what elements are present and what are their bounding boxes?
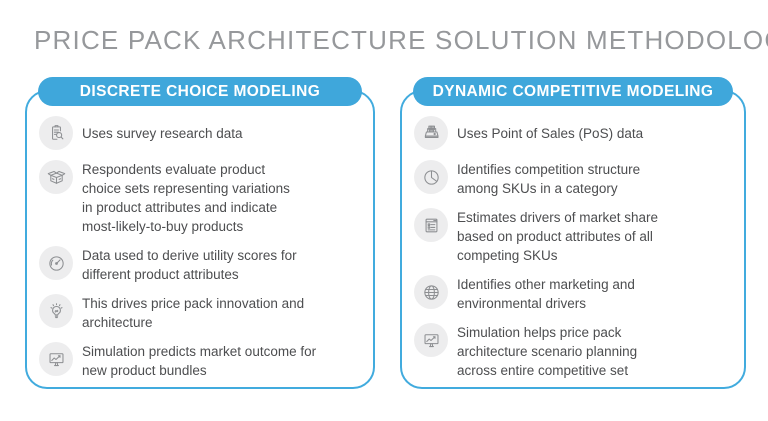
item-text: Identifies other marketing and environme…	[457, 277, 635, 311]
list-item: Simulation helps price pack architecture…	[414, 322, 736, 380]
page-title: PRICE PACK ARCHITECTURE SOLUTION METHODO…	[34, 25, 768, 55]
list-item: Identifies other marketing and environme…	[414, 274, 736, 313]
browser-list-icon	[414, 208, 448, 242]
item-text: Respondents evaluate product choice sets…	[82, 162, 290, 234]
list-item: Simulation predicts market outcome for n…	[39, 341, 365, 380]
discrete-choice-modeling-header: DISCRETE CHOICE MODELING	[38, 77, 362, 106]
item-text: Simulation predicts market outcome for n…	[82, 344, 317, 378]
item-text: Uses survey research data	[82, 125, 243, 141]
list-item: Uses Point of Sales (PoS) data	[414, 116, 736, 150]
monitor-chart-icon	[414, 323, 448, 357]
discrete-choice-modeling-card: DISCRETE CHOICE MODELING Uses survey res…	[25, 77, 375, 389]
item-text: Uses Point of Sales (PoS) data	[457, 125, 644, 141]
item-text: Data used to derive utility scores for d…	[82, 248, 297, 282]
list-item: This drives price pack innovation and ar…	[39, 293, 365, 332]
open-box-icon	[39, 160, 73, 194]
cash-register-icon	[414, 116, 448, 150]
item-text: This drives price pack innovation and ar…	[82, 296, 305, 330]
list-item: Respondents evaluate product choice sets…	[39, 159, 365, 236]
item-text: Identifies competition structure among S…	[457, 162, 641, 196]
item-text: Simulation helps price pack architecture…	[457, 325, 638, 378]
dynamic-competitive-modeling-card: DYNAMIC COMPETITIVE MODELING Uses Point …	[400, 77, 746, 389]
dynamic-competitive-modeling-header: DYNAMIC COMPETITIVE MODELING	[413, 77, 733, 106]
list-item: Identifies competition structure among S…	[414, 159, 736, 198]
monitor-chart-icon	[39, 342, 73, 376]
dynamic-competitive-item-list: Uses Point of Sales (PoS) data Identifie…	[414, 116, 736, 379]
list-item: Uses survey research data	[39, 116, 365, 150]
list-item: Estimates drivers of market share based …	[414, 207, 736, 265]
discrete-choice-item-list: Uses survey research data Respondents ev…	[39, 116, 365, 379]
clipboard-search-icon	[39, 116, 73, 150]
pie-chart-icon	[414, 160, 448, 194]
globe-icon	[414, 275, 448, 309]
lightbulb-icon	[39, 294, 73, 328]
item-text: Estimates drivers of market share based …	[457, 210, 659, 263]
gauge-icon	[39, 246, 73, 280]
list-item: Data used to derive utility scores for d…	[39, 245, 365, 284]
